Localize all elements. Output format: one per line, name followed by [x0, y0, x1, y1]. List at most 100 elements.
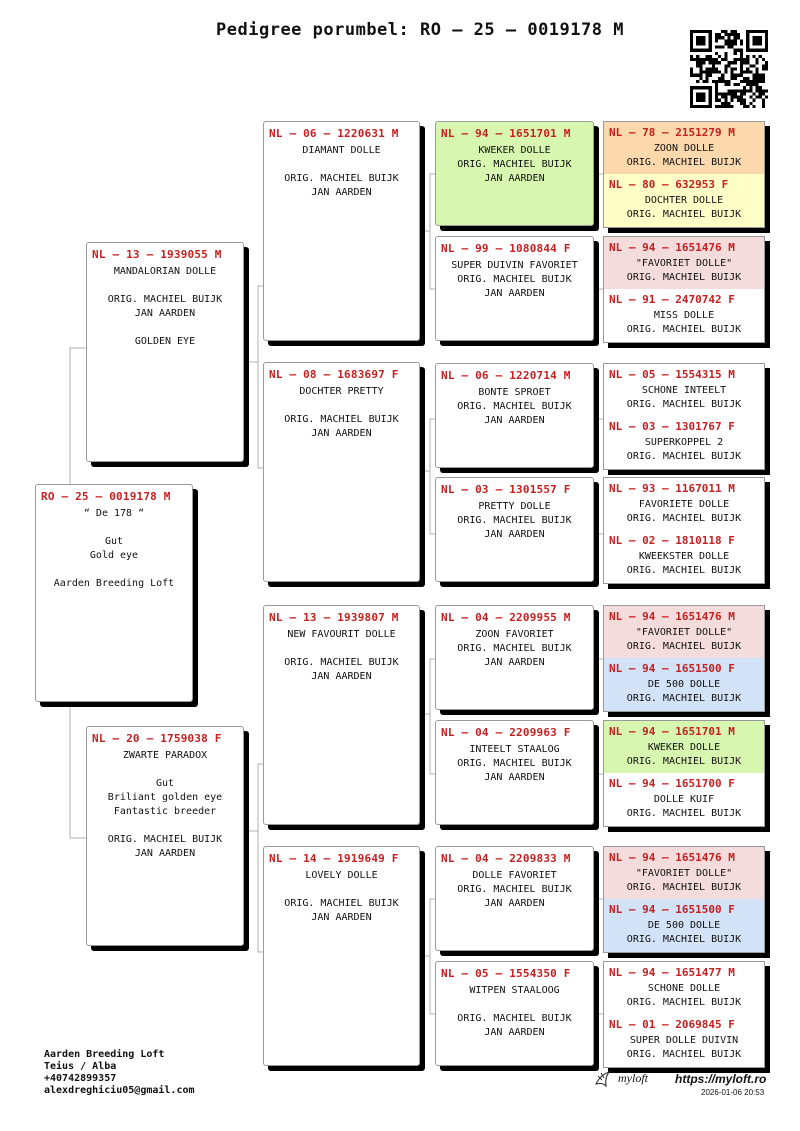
ring-number: NL – 02 – 1810118 F	[609, 534, 735, 547]
page-title: Pedigree porumbel: RO – 25 – 0019178 M	[216, 20, 624, 40]
pedigree-card-great-great-grandparent[interactable]: NL – 01 – 2069845 F SUPER DOLLE DUIVIN OR…	[604, 1014, 764, 1067]
ring-number: NL – 03 – 1301767 F	[609, 420, 735, 433]
pedigree-card-sire[interactable]: NL – 13 – 1939055 M MANDALORIAN DOLLE ORI…	[86, 242, 244, 462]
pigeon-details: LOVELY DOLLE ORIG. MACHIEL BUIJK JAN AAR…	[284, 870, 399, 923]
ring-number: NL – 05 – 1554315 M	[609, 368, 735, 381]
pigeon-details: DOLLE FAVORIET ORIG. MACHIEL BUIJK JAN A…	[457, 870, 572, 909]
ring-number: NL – 91 – 2470742 F	[609, 293, 735, 306]
pedigree-card-great-great-grandparent[interactable]: NL – 94 – 1651476 M "FAVORIET DOLLE" ORIG…	[604, 606, 764, 659]
pigeon-details: SUPER DUIVIN FAVORIET ORIG. MACHIEL BUIJ…	[451, 260, 578, 299]
ring-number: NL – 01 – 2069845 F	[609, 1018, 735, 1031]
pedigree-card-subject[interactable]: RO – 25 – 0019178 M “ De 178 “ Gut Gold e…	[35, 484, 193, 702]
qr-code-icon	[690, 30, 768, 108]
pedigree-card-great-great-grandparent[interactable]: NL – 02 – 1810118 F KWEEKSTER DOLLE ORIG.…	[604, 530, 764, 583]
pigeon-details: ZOON DOLLE ORIG. MACHIEL BUIJK	[626, 143, 742, 168]
pedigree-pair-great-great-grandparents: NL – 94 – 1651476 M "FAVORIET DOLLE" ORIG…	[603, 846, 765, 953]
pigeon-details: ZOON FAVORIET ORIG. MACHIEL BUIJK JAN AA…	[457, 629, 572, 668]
pigeon-details: INTEELT STAALOG ORIG. MACHIEL BUIJK JAN …	[457, 744, 572, 783]
pedigree-card-great-grandparent[interactable]: NL – 04 – 2209955 M ZOON FAVORIET ORIG. M…	[435, 605, 594, 710]
pedigree-card-great-great-grandparent[interactable]: NL – 78 – 2151279 M ZOON DOLLE ORIG. MACH…	[604, 122, 764, 175]
owner-email[interactable]: alexdreghiciu05@gmail.com	[44, 1085, 195, 1096]
pigeon-details: "FAVORIET DOLLE" ORIG. MACHIEL BUIJK	[626, 868, 742, 893]
owner-phone: +40742899357	[44, 1073, 117, 1084]
pedigree-card-great-grandparent[interactable]: NL – 94 – 1651701 M KWEKER DOLLE ORIG. MA…	[435, 121, 594, 226]
ring-number: NL – 78 – 2151279 M	[609, 126, 735, 139]
pigeon-details: MISS DOLLE ORIG. MACHIEL BUIJK	[626, 310, 742, 335]
ring-number: NL – 94 – 1651476 M	[609, 241, 735, 254]
pedigree-pair-great-great-grandparents: NL – 94 – 1651476 M "FAVORIET DOLLE" ORIG…	[603, 236, 765, 343]
ring-number: NL – 08 – 1683697 F	[269, 368, 399, 381]
pigeon-details: SUPER DOLLE DUIVIN ORIG. MACHIEL BUIJK	[626, 1035, 742, 1060]
pigeon-details: DOCHTER PRETTY ORIG. MACHIEL BUIJK JAN A…	[284, 386, 399, 439]
ring-number: NL – 94 – 1651700 F	[609, 777, 735, 790]
pedigree-pair-great-great-grandparents: NL – 94 – 1651476 M "FAVORIET DOLLE" ORIG…	[603, 605, 765, 712]
pigeon-details: MANDALORIAN DOLLE ORIG. MACHIEL BUIJK JA…	[107, 266, 223, 347]
pedigree-card-great-grandparent[interactable]: NL – 05 – 1554350 F WITPEN STAALOOG ORIG.…	[435, 961, 594, 1066]
ring-number: NL – 05 – 1554350 F	[441, 967, 571, 980]
pigeon-details: WITPEN STAALOOG ORIG. MACHIEL BUIJK JAN …	[457, 985, 572, 1038]
pedigree-card-great-grandparent[interactable]: NL – 99 – 1080844 F SUPER DUIVIN FAVORIET…	[435, 236, 594, 341]
ring-number: NL – 94 – 1651500 F	[609, 662, 735, 675]
owner-location: Teius / Alba	[44, 1061, 117, 1072]
ring-number: NL – 03 – 1301557 F	[441, 483, 571, 496]
owner-loft-name: Aarden Breeding Loft	[44, 1049, 165, 1060]
pedigree-pair-great-great-grandparents: NL – 78 – 2151279 M ZOON DOLLE ORIG. MACH…	[603, 121, 765, 228]
pedigree-card-great-great-grandparent[interactable]: NL – 94 – 1651476 M "FAVORIET DOLLE" ORIG…	[604, 237, 764, 290]
ring-number: NL – 93 – 1167011 M	[609, 482, 735, 495]
ring-number: NL – 04 – 2209963 F	[441, 726, 571, 739]
ring-number: NL – 94 – 1651701 M	[441, 127, 571, 140]
ring-number: NL – 94 – 1651500 F	[609, 903, 735, 916]
pedigree-card-great-great-grandparent[interactable]: NL – 05 – 1554315 M SCHONE INTEELT ORIG. …	[604, 364, 764, 417]
pedigree-card-great-grandparent[interactable]: NL – 04 – 2209833 M DOLLE FAVORIET ORIG. …	[435, 846, 594, 951]
ring-number: NL – 13 – 1939055 M	[92, 248, 222, 261]
pigeon-details: "FAVORIET DOLLE" ORIG. MACHIEL BUIJK	[626, 258, 742, 283]
pigeon-details: DOCHTER DOLLE ORIG. MACHIEL BUIJK	[626, 195, 742, 220]
ring-number: NL – 04 – 2209833 M	[441, 852, 571, 865]
pigeon-details: BONTE SPROET ORIG. MACHIEL BUIJK JAN AAR…	[457, 387, 572, 426]
ring-number: NL – 14 – 1919649 F	[269, 852, 399, 865]
pigeon-details: "FAVORIET DOLLE" ORIG. MACHIEL BUIJK	[626, 627, 742, 652]
pigeon-details: KWEKER DOLLE ORIG. MACHIEL BUIJK JAN AAR…	[457, 145, 572, 184]
pedigree-card-great-grandparent[interactable]: NL – 04 – 2209963 F INTEELT STAALOG ORIG.…	[435, 720, 594, 825]
pedigree-card-great-great-grandparent[interactable]: NL – 80 – 632953 F DOCHTER DOLLE ORIG. MA…	[604, 174, 764, 227]
bird-icon	[594, 1070, 611, 1088]
pigeon-details: ZWARTE PARADOX Gut Briliant golden eye F…	[107, 750, 223, 859]
ring-number: NL – 20 – 1759038 F	[92, 732, 222, 745]
ring-number: NL – 06 – 1220714 M	[441, 369, 571, 382]
pedigree-card-grandparent[interactable]: NL – 08 – 1683697 F DOCHTER PRETTY ORIG. …	[263, 362, 420, 582]
pigeon-details: SCHONE INTEELT ORIG. MACHIEL BUIJK	[626, 385, 742, 410]
ring-number: NL – 94 – 1651476 M	[609, 851, 735, 864]
ring-number: NL – 04 – 2209955 M	[441, 611, 571, 624]
pigeon-details: NEW FAVOURIT DOLLE ORIG. MACHIEL BUIJK J…	[284, 629, 399, 682]
ring-number: NL – 94 – 1651701 M	[609, 725, 735, 738]
ring-number: NL – 94 – 1651477 M	[609, 966, 735, 979]
pedigree-pair-great-great-grandparents: NL – 05 – 1554315 M SCHONE INTEELT ORIG. …	[603, 363, 765, 470]
pigeon-details: “ De 178 “ Gut Gold eye Aarden Breeding …	[53, 508, 175, 589]
pedigree-card-great-grandparent[interactable]: NL – 06 – 1220714 M BONTE SPROET ORIG. MA…	[435, 363, 594, 468]
ring-number: NL – 06 – 1220631 M	[269, 127, 399, 140]
pedigree-card-great-great-grandparent[interactable]: NL – 94 – 1651476 M "FAVORIET DOLLE" ORIG…	[604, 847, 764, 900]
website-link[interactable]: https://myloft.ro	[675, 1072, 767, 1086]
ring-number: NL – 80 – 632953 F	[609, 178, 729, 191]
pedigree-card-great-great-grandparent[interactable]: NL – 91 – 2470742 F MISS DOLLE ORIG. MACH…	[604, 289, 764, 342]
pedigree-card-grandparent[interactable]: NL – 14 – 1919649 F LOVELY DOLLE ORIG. MA…	[263, 846, 420, 1066]
ring-number: NL – 99 – 1080844 F	[441, 242, 571, 255]
pedigree-card-dam[interactable]: NL – 20 – 1759038 F ZWARTE PARADOX Gut Br…	[86, 726, 244, 946]
ring-number: NL – 94 – 1651476 M	[609, 610, 735, 623]
ring-number: RO – 25 – 0019178 M	[41, 490, 171, 503]
owner-contact: Aarden Breeding Loft Teius / Alba +40742…	[44, 1049, 195, 1097]
pigeon-details: KWEEKSTER DOLLE ORIG. MACHIEL BUIJK	[626, 551, 742, 576]
